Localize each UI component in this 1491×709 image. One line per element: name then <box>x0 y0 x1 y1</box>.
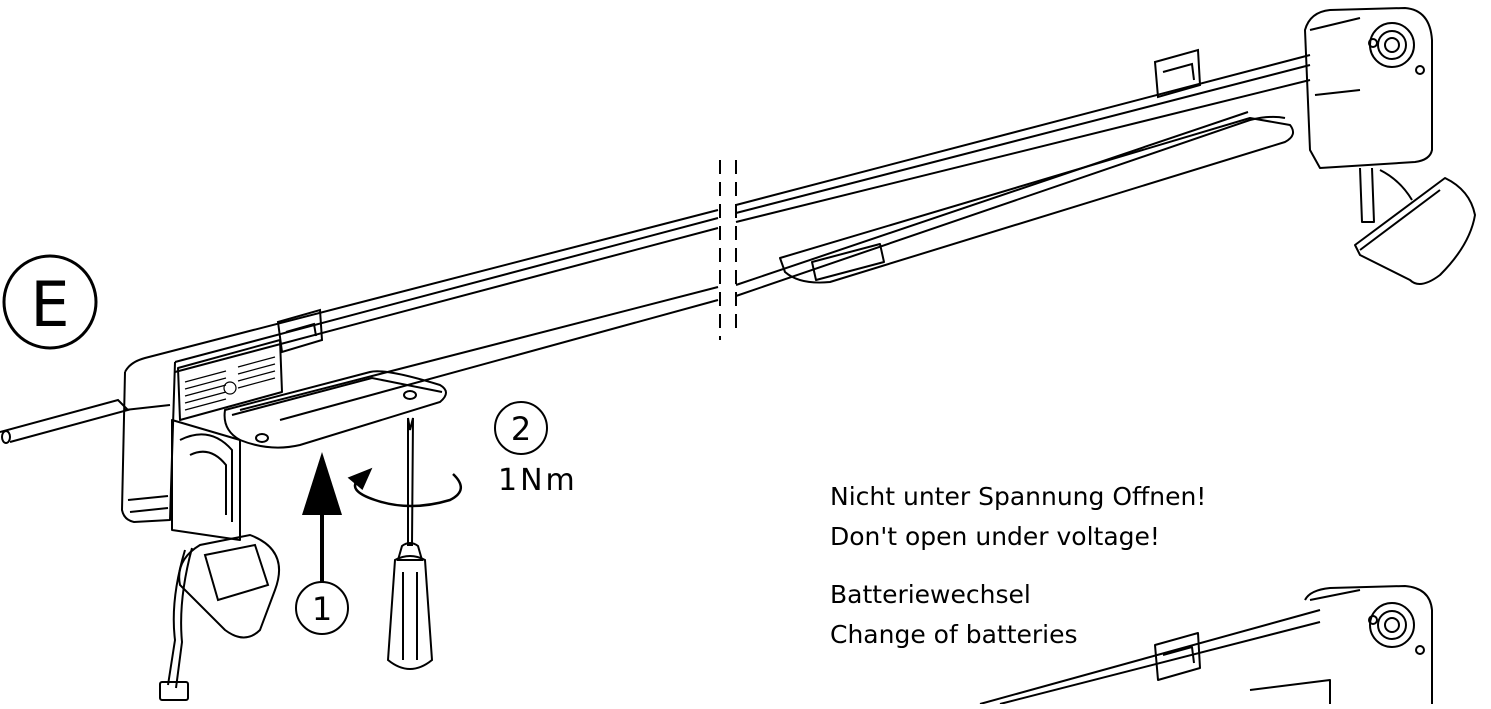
battery-change-text-en: Change of batteries <box>830 620 1078 649</box>
cable <box>0 398 130 444</box>
mounting-clip-right <box>1153 48 1202 99</box>
rotation-arrow-icon <box>347 467 462 508</box>
callout-step-2-label: 2 <box>511 410 531 448</box>
battery-cover <box>223 370 447 449</box>
step-marker: E <box>2 254 98 350</box>
label-plate-lines <box>184 356 276 411</box>
mounting-clip-left <box>276 308 324 354</box>
warning-text-en: Don't open under voltage! <box>830 522 1160 551</box>
screwdriver-icon <box>386 417 434 670</box>
callout-step-2: 2 <box>494 401 548 455</box>
detail-view-bar <box>979 585 1433 705</box>
main-bar-right <box>735 7 1476 297</box>
battery-change-text-de: Batteriewechsel <box>830 580 1031 609</box>
torque-value: 1Nm <box>498 463 578 498</box>
main-bar-left <box>121 209 719 541</box>
break-line-icon <box>719 160 737 340</box>
callout-step-1: 1 <box>295 581 349 635</box>
warning-text-de: Nicht unter Spannung Offnen! <box>830 482 1207 511</box>
callout-step-1-label: 1 <box>312 590 332 628</box>
battery-pack <box>159 533 280 701</box>
step-marker-label: E <box>30 268 69 341</box>
